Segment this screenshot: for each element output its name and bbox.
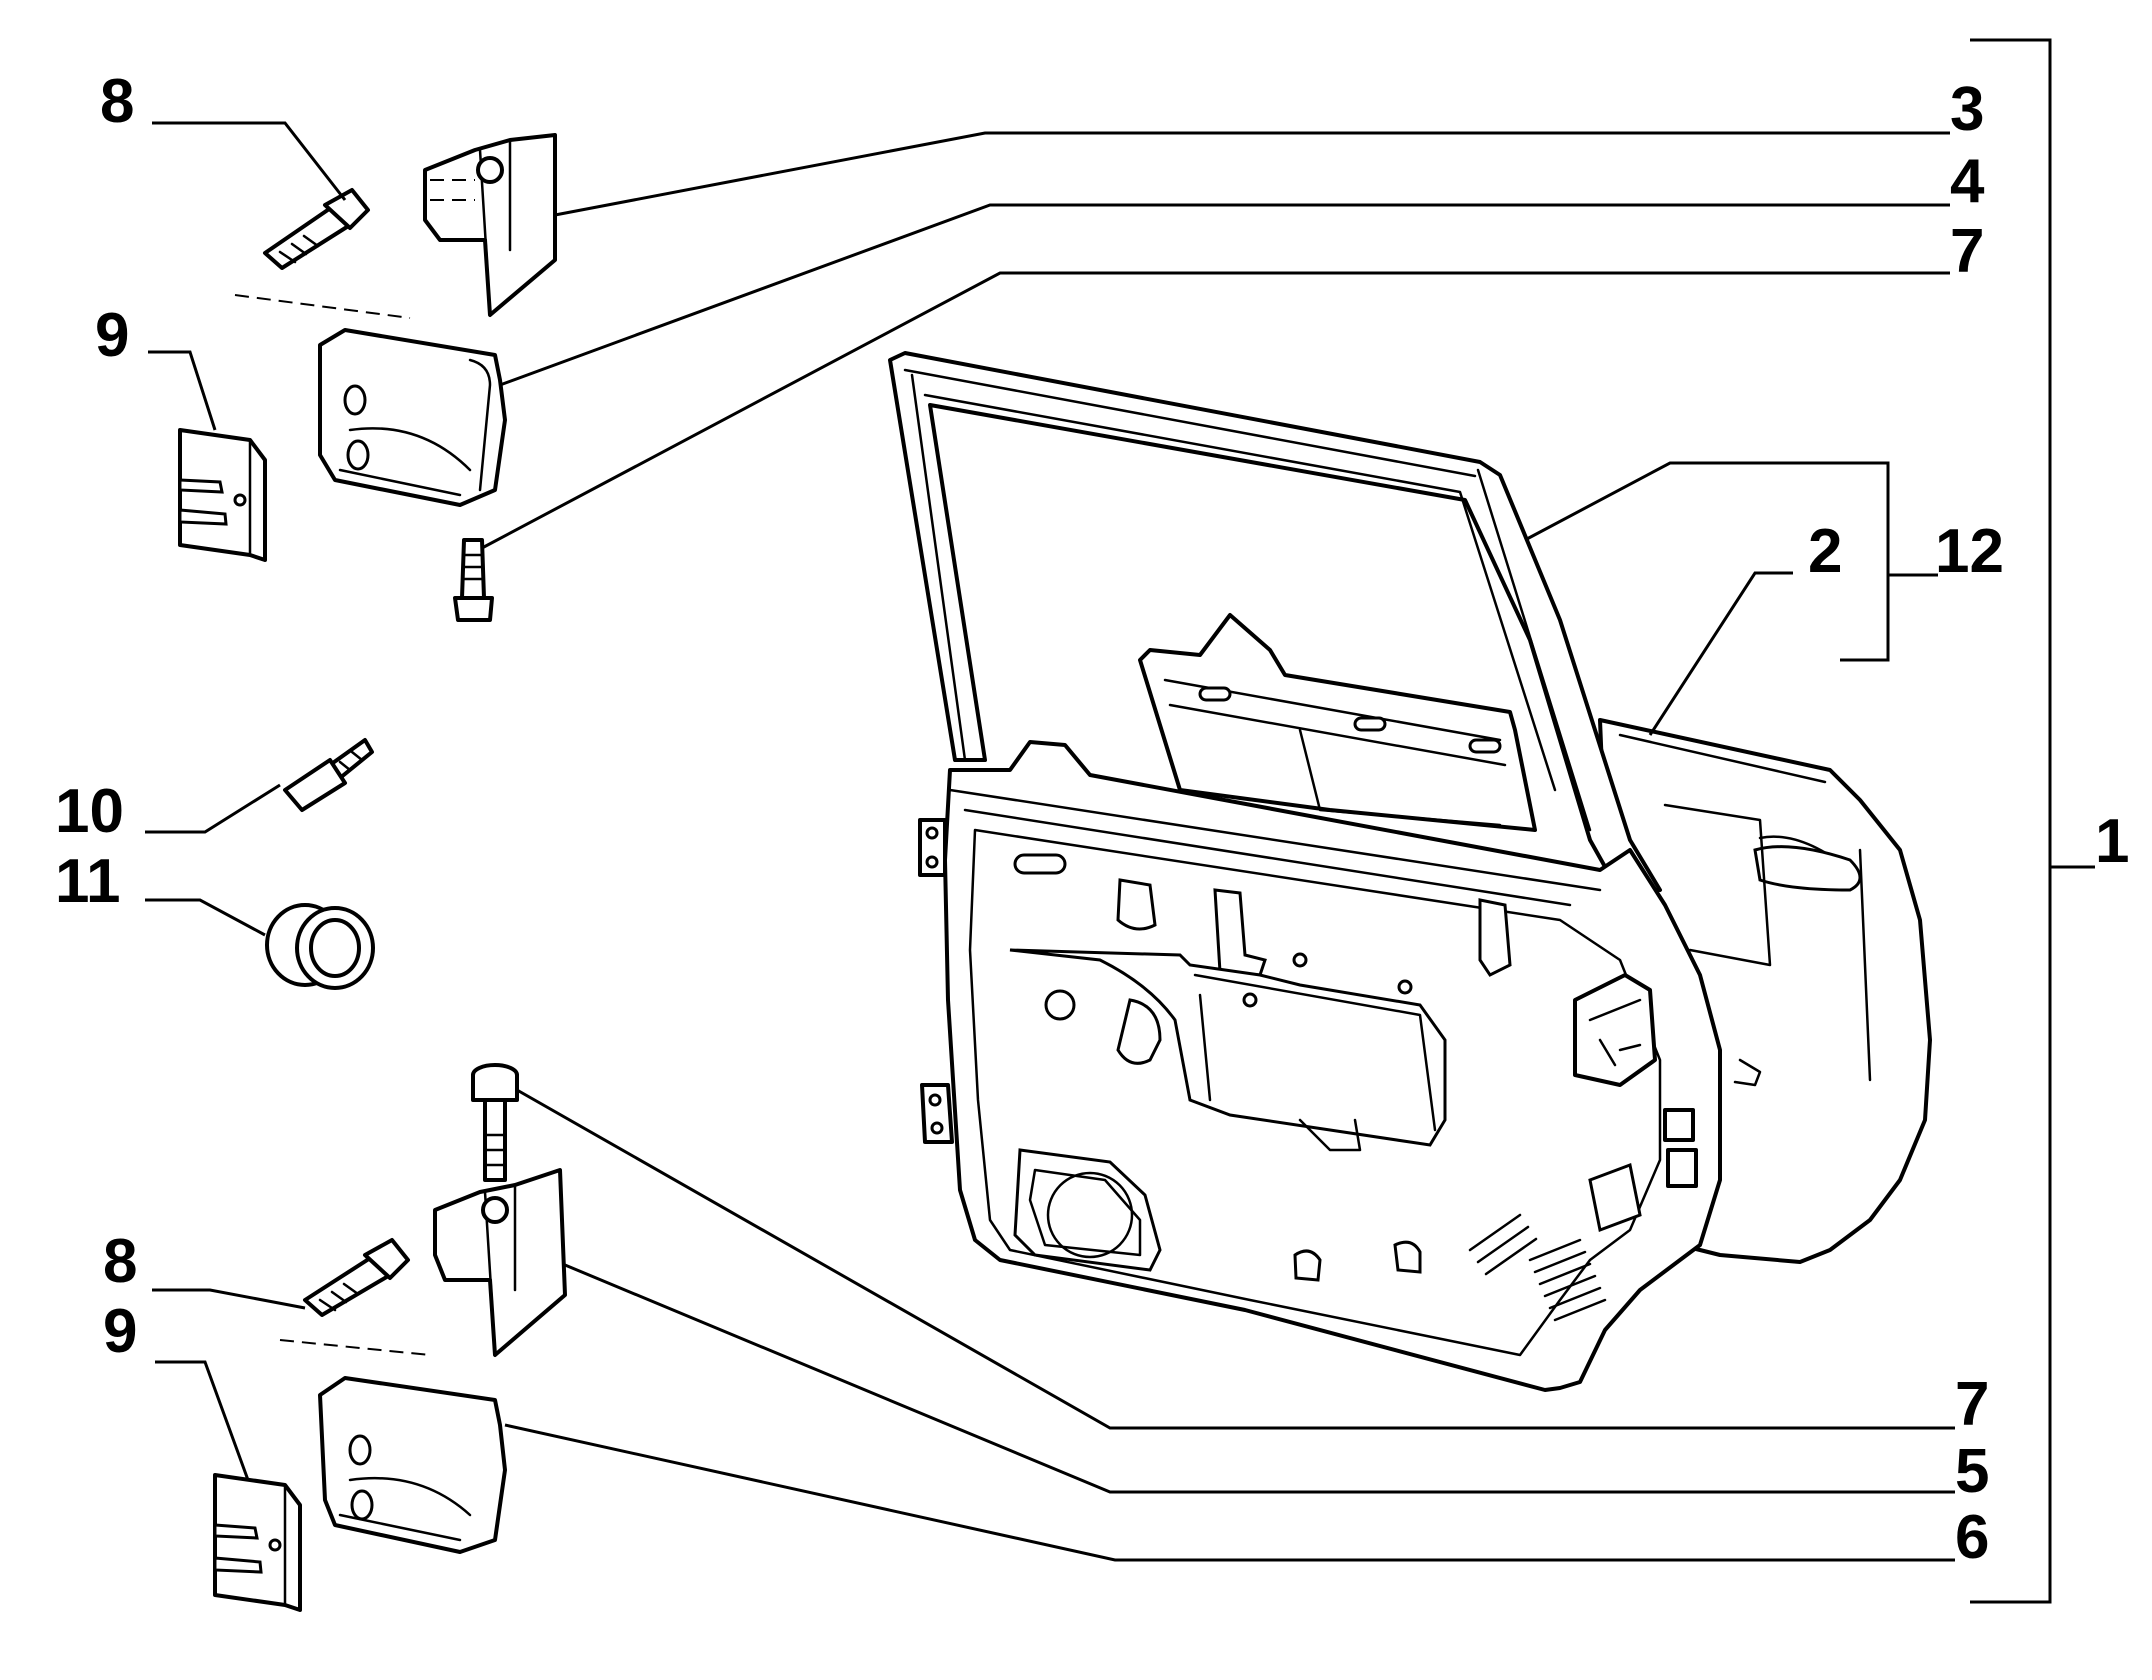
hinge-half-upper-body — [318, 328, 507, 507]
callout-1: 1 — [2095, 807, 2129, 876]
door-assembly — [888, 351, 1932, 1392]
callout-2: 2 — [1808, 517, 1842, 586]
callout-labels: 8 9 10 11 8 9 3 4 7 2 12 1 7 5 6 — [55, 67, 2129, 1572]
hinge-screw-lower — [471, 1063, 519, 1182]
door-lock-mechanism — [1573, 973, 1698, 1188]
regulator-opening — [1009, 948, 1447, 1147]
hinge-bolt-lower — [303, 1238, 410, 1317]
hinge-half-upper-door — [423, 133, 557, 317]
callout-12: 12 — [1935, 517, 2004, 586]
callout-10: 10 — [55, 777, 124, 846]
hinge-bolt-upper — [263, 188, 370, 270]
callout-8-lower: 8 — [103, 1227, 137, 1296]
callout-4: 4 — [1950, 147, 1985, 216]
outer-handle-recess — [1753, 845, 1862, 892]
hinge-shim-upper — [178, 428, 267, 562]
callout-3: 3 — [1950, 75, 1984, 144]
hinge-half-lower-door — [433, 1168, 567, 1357]
hinge-screw-upper — [453, 538, 494, 622]
check-strap-bolt — [283, 738, 374, 812]
vent-slots — [1468, 1213, 1607, 1322]
inner-window-panel — [1138, 613, 1537, 832]
callout-11: 11 — [55, 847, 121, 916]
bushing — [265, 903, 375, 990]
callout-8-upper: 8 — [100, 67, 134, 136]
callout-7-lower: 7 — [1955, 1370, 1989, 1439]
hinge-shim-lower — [213, 1473, 302, 1612]
leader-lines — [145, 38, 2095, 1604]
callout-9-upper: 9 — [95, 301, 129, 370]
callout-7-upper: 7 — [1950, 217, 1984, 286]
hinge-half-lower-body — [318, 1376, 507, 1554]
callout-5: 5 — [1955, 1437, 1989, 1506]
callout-6: 6 — [1955, 1503, 1989, 1572]
callout-9-lower: 9 — [103, 1297, 137, 1366]
